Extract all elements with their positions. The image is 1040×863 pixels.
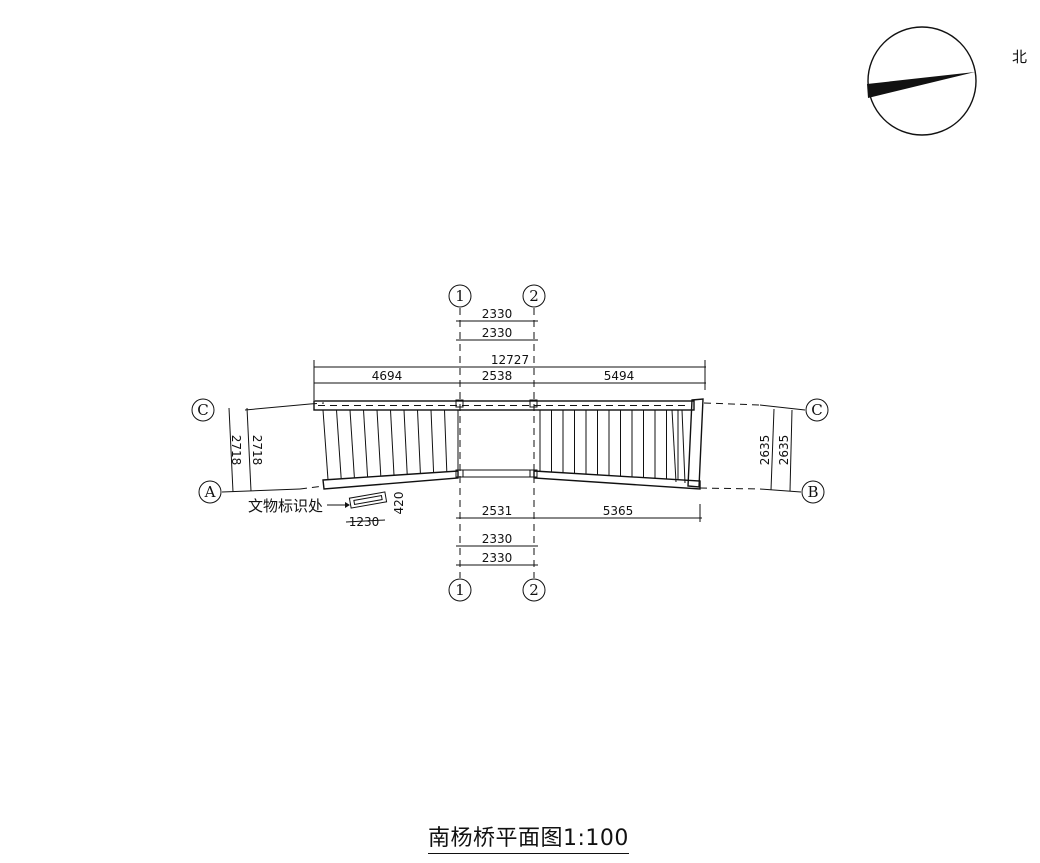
baluster (363, 409, 369, 478)
baluster (349, 409, 355, 478)
top-dimensions: 2330 2330 12727 4694 2538 5494 (313, 307, 706, 400)
dim-top-2330-b: 2330 (482, 326, 513, 340)
marker-label: 文物标识处 (248, 497, 323, 515)
axis-bubble-C-left: C (191, 398, 215, 422)
bottom-dimensions: 2531 5365 2330 2330 (456, 504, 702, 566)
bridge-deck (313, 398, 704, 490)
dim-bottom-right: 5365 (603, 504, 634, 518)
svg-text:2: 2 (529, 287, 539, 305)
axis-bubble-B-right: B (801, 480, 825, 504)
dim-right-span: 5494 (604, 369, 635, 383)
marker-height-dim: 420 (392, 492, 406, 515)
svg-text:1: 1 (455, 287, 465, 305)
dim-right-width-a: 2635 (758, 435, 772, 466)
axis-bubble-2-top: 2 (522, 284, 546, 308)
north-compass: 北 (867, 26, 1027, 136)
balusters (322, 409, 686, 484)
baluster (390, 409, 395, 476)
axis-lines (221, 308, 806, 578)
axis-bubble-1-bottom: 1 (448, 578, 472, 602)
baluster (430, 409, 435, 473)
dim-left-span: 4694 (372, 369, 403, 383)
dim-left-width-a: 2718 (229, 435, 243, 466)
svg-text:2: 2 (529, 581, 539, 599)
baluster (444, 409, 448, 472)
dim-right-width-b: 2635 (777, 435, 791, 466)
side-dimensions: 2718 2718 2635 2635 (228, 407, 793, 493)
dim-bottom-middle: 2531 (482, 504, 513, 518)
baluster (336, 409, 342, 479)
baluster (671, 409, 677, 483)
svg-text:B: B (807, 483, 818, 501)
north-label: 北 (1012, 48, 1027, 66)
baluster (376, 409, 382, 477)
dim-total-length: 12727 (491, 353, 529, 367)
dim-left-width-b: 2718 (250, 435, 264, 466)
svg-text:C: C (197, 401, 208, 419)
drawing-title: 南杨桥平面图1:100 (428, 820, 629, 854)
axis-bubble-1-top: 1 (448, 284, 472, 308)
dim-bottom-2330-b: 2330 (482, 551, 513, 565)
dim-top-2330-a: 2330 (482, 307, 513, 321)
north-arrow-icon (867, 72, 975, 98)
heritage-marker: 文物标识处 1230 420 (248, 491, 406, 529)
axis-bubble-C-right: C (805, 398, 829, 422)
axis-bubble-2-bottom: 2 (522, 578, 546, 602)
baluster (417, 409, 421, 474)
svg-text:C: C (811, 401, 822, 419)
baluster (322, 409, 329, 480)
baluster (403, 409, 408, 475)
dim-bottom-2330-a: 2330 (482, 532, 513, 546)
svg-text:A: A (204, 483, 216, 501)
axis-bubble-A-left: A (198, 480, 222, 504)
baluster (681, 409, 686, 484)
marker-width-dim: 1230 (349, 515, 380, 529)
dim-middle-span: 2538 (482, 369, 513, 383)
svg-text:1: 1 (455, 581, 465, 599)
